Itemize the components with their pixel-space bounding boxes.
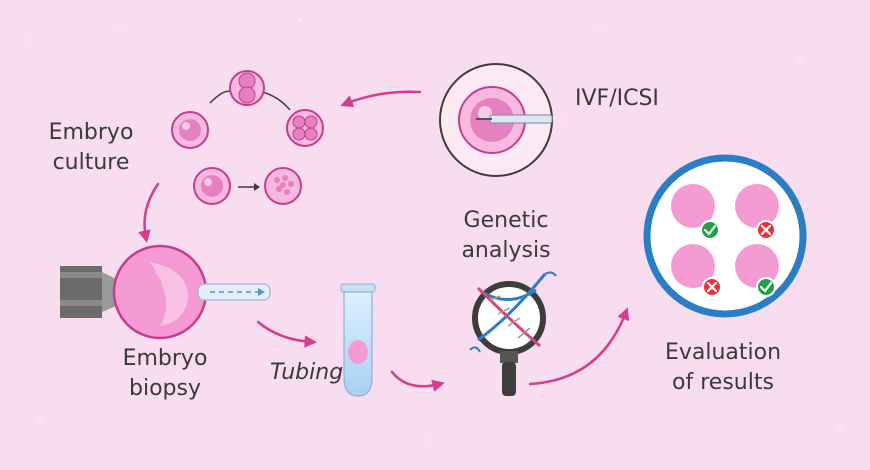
label-evaluation-line-1: Evaluation [664, 340, 782, 365]
cross-icon [702, 277, 722, 297]
cell-division-icon [171, 70, 324, 205]
fertilization-dish-icon [439, 63, 553, 177]
label-genetic-analysis-line-1: Genetic [463, 208, 549, 233]
magnifier-dna-icon [469, 271, 557, 396]
biopsy-pipette-icon [60, 244, 271, 340]
label-ivf-icsi: IVF/ICSI [575, 86, 659, 111]
arrow-analysis-to-evaluation [528, 307, 630, 386]
background-dots [28, 18, 842, 442]
label-embryo-culture-line-1: Embryo [48, 120, 134, 145]
check-icon [756, 277, 776, 297]
test-tube-icon [340, 283, 376, 397]
label-tubing: Tubing [270, 360, 344, 385]
check-icon [700, 220, 720, 240]
flow-arrows [138, 90, 630, 392]
label-evaluation-of-results: Evaluation of results [648, 338, 798, 398]
cross-icon [756, 220, 776, 240]
arrow-tubing-to-analysis [390, 370, 445, 392]
label-embryo-biopsy: Embryo biopsy [110, 344, 220, 404]
label-embryo-culture: Embryo culture [36, 118, 146, 178]
label-embryo-culture-line-2: culture [52, 150, 130, 175]
arrow-ivf-to-culture [340, 90, 422, 108]
label-embryo-biopsy-line-2: biopsy [129, 376, 201, 401]
results-plate-icon [643, 154, 807, 318]
label-evaluation-line-2: of results [672, 370, 774, 395]
arrow-biopsy-to-tubing [256, 320, 317, 348]
label-embryo-biopsy-line-1: Embryo [122, 346, 208, 371]
label-genetic-analysis: Genetic analysis [446, 206, 566, 266]
label-genetic-analysis-line-2: analysis [461, 238, 551, 263]
arrow-culture-to-biopsy [138, 182, 160, 243]
